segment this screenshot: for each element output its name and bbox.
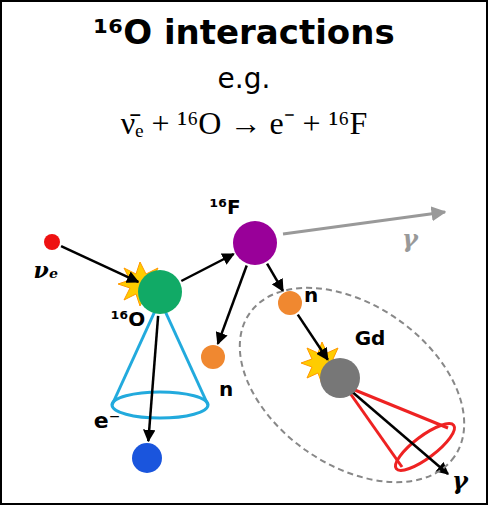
particle-circle: Gd (320, 358, 360, 398)
particle-circle: ¹⁶O (138, 270, 182, 314)
particle-label: e⁻ (94, 408, 121, 433)
title: ¹⁶O interactions (0, 12, 488, 52)
particle-label: ¹⁶O (111, 307, 146, 331)
particle-circle: ¹⁶F (233, 221, 277, 265)
particle-label: ¹⁶F (209, 195, 240, 219)
annotation-label: γ (402, 224, 418, 253)
particle-circle: e⁻ (132, 443, 162, 473)
particle-arrow (181, 254, 233, 281)
gamma-cone (345, 386, 460, 477)
particle-arrow (148, 316, 158, 441)
particle-circle: n (201, 345, 225, 369)
annotation-label: γ (452, 466, 468, 495)
capture-region (204, 248, 488, 505)
annotation-label: ν̄ₑ + ¹⁶O → e⁻ + ¹⁶F (0, 100, 488, 143)
particle-label: Gd (355, 326, 386, 350)
particle-label: n (304, 283, 318, 307)
particle-arrow (267, 264, 283, 291)
particle-arrow (298, 315, 328, 360)
particle-circle: νₑ (44, 234, 60, 250)
particle-arrow (61, 246, 138, 282)
gamma-arrow (350, 390, 448, 474)
gamma-arrow (283, 212, 445, 234)
annotation-label: e.g. (0, 62, 488, 95)
particle-circle: n (278, 291, 302, 315)
particle-label: n (219, 377, 233, 401)
particle-label: νₑ (33, 257, 58, 283)
particle-arrow (218, 266, 247, 344)
